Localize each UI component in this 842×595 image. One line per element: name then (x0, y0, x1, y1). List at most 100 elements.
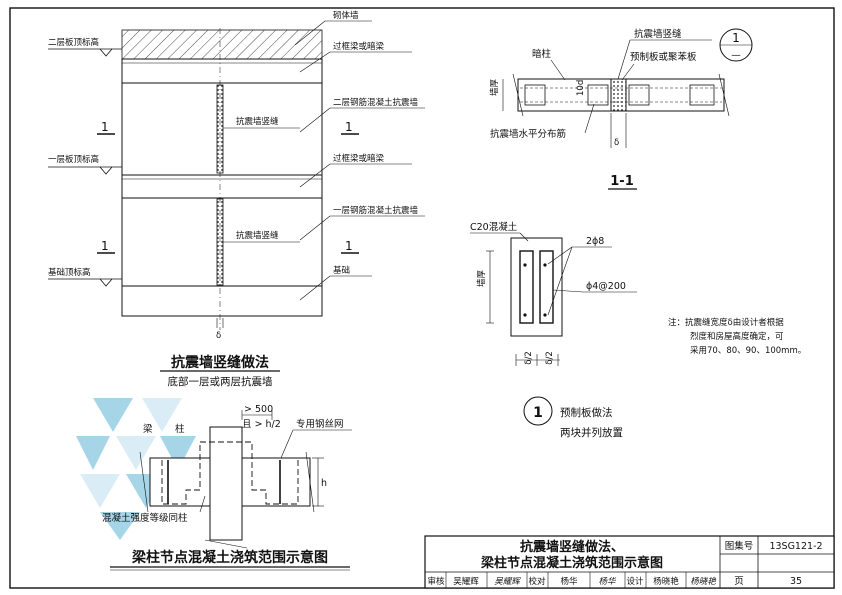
bubble-number: 1 (732, 31, 740, 45)
label-half-delta: δ/2 (524, 351, 534, 364)
rebar-dot (543, 313, 547, 317)
label-rebar: 抗震墙水平分布筋 (490, 128, 566, 140)
reviewer-signature: 吴耀辉 (494, 577, 521, 587)
column-left (524, 84, 546, 106)
leader (621, 63, 635, 81)
label-wall-2: 二层钢筋混凝土抗震墙 (333, 97, 419, 108)
label-hidden-column: 暗柱 (532, 48, 552, 60)
label-stirrup: ϕ4@200 (586, 281, 626, 292)
break-line (718, 73, 730, 117)
section-1-1: 墙厚 10d 暗柱 抗震墙竖缝 预制板或聚苯板 抗震墙水平分布筋 δ 1 — 1… (489, 28, 753, 190)
rebar-dot (523, 263, 527, 267)
sheet-frame (9, 7, 835, 589)
column-right-a (587, 84, 609, 106)
label-beam-upper: 过框梁或暗梁 (333, 41, 385, 52)
block-title-2: 梁柱节点混凝土浇筑范围示意图 (480, 555, 663, 571)
leader (299, 51, 331, 73)
design-label: 设计 (626, 576, 644, 587)
break-line (305, 451, 315, 513)
wall-elevation: 二层板顶标高 一层板顶标高 基础顶标高 1 1 1 1 砌体墙 过框梁或暗梁 二… (48, 10, 425, 388)
detail-caption: 预制板做法 (560, 406, 613, 419)
leader (299, 107, 331, 133)
column-far-right (689, 84, 715, 106)
section-title: 1-1 (610, 174, 634, 189)
check-label: 校对 (528, 576, 546, 587)
rebar-dot (543, 263, 547, 267)
label-steel-mesh: 专用钢丝网 (296, 418, 344, 430)
leader (299, 275, 331, 301)
label-thickness: 墙厚 (489, 78, 500, 96)
label-min-500: > 500 (244, 404, 273, 415)
leader (299, 215, 331, 241)
beam-column-joint: > 500 且 > h/2 专用钢丝网 梁 柱 h 混凝土强度等级同柱 梁柱节点… (102, 404, 352, 571)
section-mark: 1 (101, 120, 109, 134)
level-marker-icon (99, 278, 113, 287)
label-top-floor: 二层板顶标高 (48, 37, 99, 48)
wall-right (625, 78, 725, 112)
label-joint: 抗震墙竖缝 (634, 28, 682, 40)
leader (294, 20, 326, 46)
column-right-b (628, 84, 650, 106)
page-number: 35 (790, 576, 802, 587)
masonry-hatch (121, 29, 323, 60)
note-line: 采用70、80、90、100mm。 (690, 345, 806, 356)
leader (617, 39, 631, 80)
label-thickness: 墙厚 (476, 269, 487, 287)
atlas-label: 图集号 (725, 540, 754, 552)
level-marker-icon (99, 48, 113, 57)
note-line: 注：抗震缝宽度δ由设计者根据 (668, 317, 784, 328)
elevation-subtitle: 底部一层或两层抗震墙 (168, 375, 273, 388)
label-board: 预制板或聚苯板 (630, 51, 697, 63)
label-delta: δ (614, 138, 619, 148)
bubble-sheet: — (731, 50, 741, 61)
label-delta: δ (216, 331, 221, 341)
designer-name: 杨晓艳 (653, 576, 679, 587)
section-mark: 1 (345, 120, 353, 134)
title-block: 抗震墙竖缝做法、 梁柱节点混凝土浇筑范围示意图 图集号 13SG121-2 页 … (424, 535, 835, 589)
section-mark: 1 (101, 239, 109, 253)
label-beam-lower: 过框梁或暗梁 (333, 153, 385, 164)
section-mark: 1 (345, 239, 353, 253)
label-h: h (321, 478, 327, 489)
leader (547, 246, 573, 265)
detail-precast-board: 墙厚 C20混凝土 2ϕ8 ϕ4@200 δ/2 δ/2 1 预制板做法 两块并… (470, 221, 637, 439)
designer-signature: 杨晓艳 (690, 576, 716, 587)
label-wall-1: 一层钢筋混凝土抗震墙 (333, 205, 419, 216)
concrete-block (510, 237, 563, 337)
leader (547, 246, 573, 316)
rebar-dot (523, 313, 527, 317)
lower-beam (121, 174, 323, 199)
leader (280, 429, 294, 459)
break-line (204, 539, 248, 549)
checker-name: 杨华 (560, 576, 578, 587)
review-label: 审核 (427, 576, 445, 587)
detail-bubble (523, 396, 553, 426)
reviewer-name: 吴耀辉 (453, 577, 479, 587)
break-line (512, 73, 524, 117)
leader (199, 495, 206, 513)
joint-board (610, 78, 627, 112)
label-joint-lower: 抗震墙竖缝 (236, 230, 279, 241)
label-column: 柱 (175, 423, 185, 435)
upper-beam (121, 58, 323, 84)
level-marker-icon (99, 166, 113, 175)
leader (584, 103, 595, 134)
label-concrete-grade: 混凝土强度等级同柱 (102, 512, 188, 524)
label-masonry: 砌体墙 (333, 10, 359, 21)
leader (519, 232, 529, 242)
note-line: 烈度和房屋高度确定，可 (690, 331, 784, 342)
pour-boundary (161, 441, 299, 505)
label-half-h: 且 > h/2 (242, 419, 281, 430)
board-right (539, 250, 554, 324)
label-first-floor: 一层板顶标高 (48, 154, 99, 165)
column-body (209, 426, 243, 541)
break-line (139, 451, 149, 513)
label-concrete: C20混凝土 (470, 221, 518, 233)
leader (299, 163, 331, 188)
detail-caption: 两块并列放置 (560, 426, 623, 439)
leader (550, 59, 566, 81)
joint-title: 梁柱节点混凝土浇筑范围示意图 (131, 549, 328, 566)
beam-left (149, 457, 211, 507)
beam-right (241, 457, 311, 507)
